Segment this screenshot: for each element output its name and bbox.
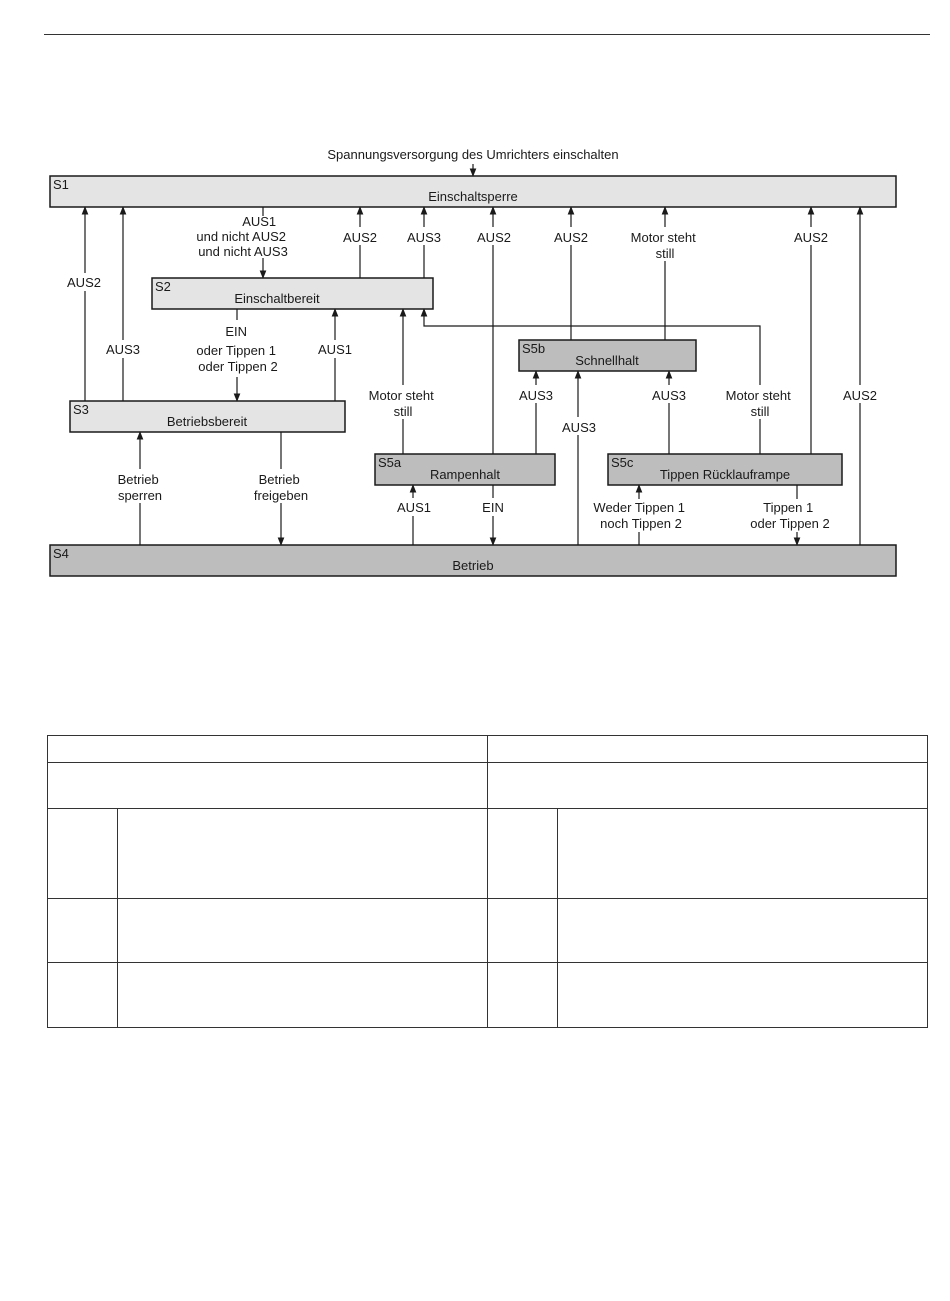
empty-table <box>47 735 928 1028</box>
state-diagram: S1 Einschaltsperre S2 Einschaltbereit S3… <box>49 147 897 577</box>
state-s3: S3 Betriebsbereit <box>69 400 346 433</box>
label-s5a-s2-motor: Motor steht still <box>369 388 438 419</box>
table-cell <box>47 898 118 963</box>
label-s5c-s2-motor: Motor steht still <box>726 388 795 419</box>
state-s1: S1 Einschaltsperre <box>49 175 897 208</box>
label-s5b-s1-motor: Motor steht still <box>631 230 700 261</box>
state-s5a-id: S5a <box>378 455 402 470</box>
label-s5b-s1-aus2: AUS2 <box>554 230 588 245</box>
table-header-cell <box>487 735 928 763</box>
state-s5c-id: S5c <box>611 455 634 470</box>
state-s5b: S5b Schnellhalt <box>518 339 697 372</box>
table-subheader-row <box>47 762 928 809</box>
table-cell <box>47 808 118 899</box>
label-s4-s5a-aus1: AUS1 <box>397 500 431 515</box>
state-s5c: S5c Tippen Rücklauframpe <box>607 453 843 486</box>
table-row <box>47 962 928 1028</box>
supply-label: Spannungsversorgung des Umrichters einsc… <box>327 147 618 162</box>
table-row <box>47 808 928 899</box>
label-s3-s2-aus1: AUS1 <box>318 342 352 357</box>
label-betrieb-freigeben: Betrieb freigeben <box>254 472 308 503</box>
table-cell <box>557 962 928 1028</box>
state-s1-id: S1 <box>53 177 69 192</box>
state-s5c-name: Tippen Rücklauframpe <box>660 467 790 482</box>
table-header-cell <box>47 735 488 763</box>
state-s5b-id: S5b <box>522 341 545 356</box>
table-header-row <box>47 735 928 763</box>
label-s5a-s1-aus2: AUS2 <box>477 230 511 245</box>
table-row <box>47 898 928 963</box>
label-s2-s1-aus2: AUS2 <box>343 230 377 245</box>
label-s4-s1-aus2: AUS2 <box>843 388 877 403</box>
label-s2-s3: EIN oder Tippen 1 oder Tippen 2 <box>196 324 279 374</box>
table-cell <box>117 808 488 899</box>
label-betrieb-sperren: Betrieb sperren <box>118 472 163 503</box>
label-tippen-oder: Tippen 1 oder Tippen 2 <box>750 500 830 531</box>
label-s2-s1-aus3: AUS3 <box>407 230 441 245</box>
table-cell <box>487 898 558 963</box>
state-s5a: S5a Rampenhalt <box>374 453 556 486</box>
state-s2-id: S2 <box>155 279 171 294</box>
label-s5a-s4-ein: EIN <box>482 500 504 515</box>
state-s1-name: Einschaltsperre <box>428 189 518 204</box>
table-cell <box>557 898 928 963</box>
state-s4-name: Betrieb <box>452 558 493 573</box>
label-s5c-s5b-aus3: AUS3 <box>652 388 686 403</box>
label-s5c-s1-aus2: AUS2 <box>794 230 828 245</box>
table-cell <box>487 808 558 899</box>
label-s3-s1-aus3: AUS3 <box>106 342 140 357</box>
table-cell <box>47 962 118 1028</box>
label-s3-s1-aus2: AUS2 <box>67 275 101 290</box>
state-s2-name: Einschaltbereit <box>234 291 320 306</box>
table-cell <box>117 898 488 963</box>
state-s3-id: S3 <box>73 402 89 417</box>
label-weder-tippen: Weder Tippen 1 noch Tippen 2 <box>593 500 688 531</box>
label-s5a-s5b-aus3: AUS3 <box>519 388 553 403</box>
page-top-rule <box>44 34 930 35</box>
state-s5a-name: Rampenhalt <box>430 467 500 482</box>
table-cell <box>47 762 488 809</box>
label-s2-enter: AUS1 und nicht AUS2 und nicht AUS3 <box>196 214 289 259</box>
table-cell <box>487 762 928 809</box>
state-s4-id: S4 <box>53 546 69 561</box>
state-s3-name: Betriebsbereit <box>167 414 248 429</box>
state-s4: S4 Betrieb <box>49 544 897 577</box>
table-cell <box>117 962 488 1028</box>
label-s4-s5b-aus3: AUS3 <box>562 420 596 435</box>
table-cell <box>487 962 558 1028</box>
state-s5b-name: Schnellhalt <box>575 353 639 368</box>
state-s2: S2 Einschaltbereit <box>151 277 434 310</box>
table-cell <box>557 808 928 899</box>
